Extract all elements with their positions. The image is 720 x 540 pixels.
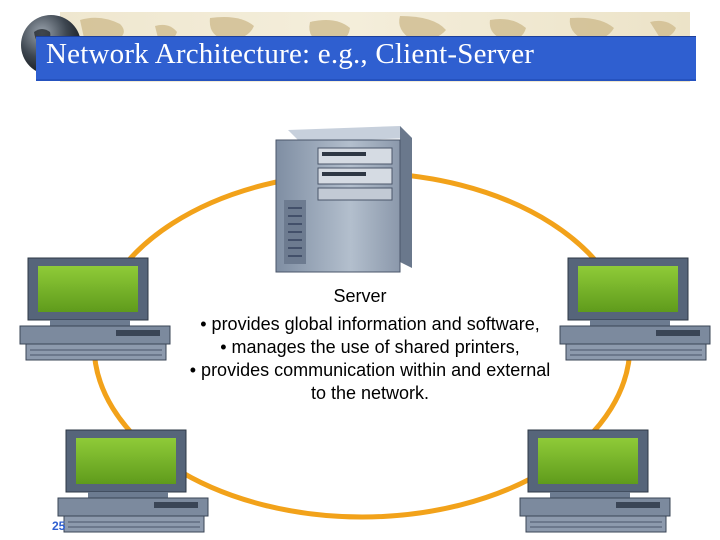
server-tower: [275, 126, 412, 273]
description-line: • manages the use of shared printers,: [220, 337, 520, 357]
description-line: • provides global information and softwa…: [200, 314, 540, 334]
server-description: • provides global information and softwa…: [140, 313, 600, 405]
description-line: • provides communication within and exte…: [189, 360, 551, 380]
client-computer-bottom-right: [519, 429, 671, 533]
slide-title: Network Architecture: e.g., Client-Serve…: [46, 38, 535, 70]
server-label: Server: [333, 286, 387, 306]
client-computer-bottom-left: [57, 429, 209, 533]
title-bar: [36, 36, 696, 81]
page-number: 25: [52, 519, 66, 533]
client-computer-top-right: [559, 257, 711, 361]
description-line: to the network.: [310, 383, 430, 403]
client-computer-top-left: [19, 257, 171, 361]
